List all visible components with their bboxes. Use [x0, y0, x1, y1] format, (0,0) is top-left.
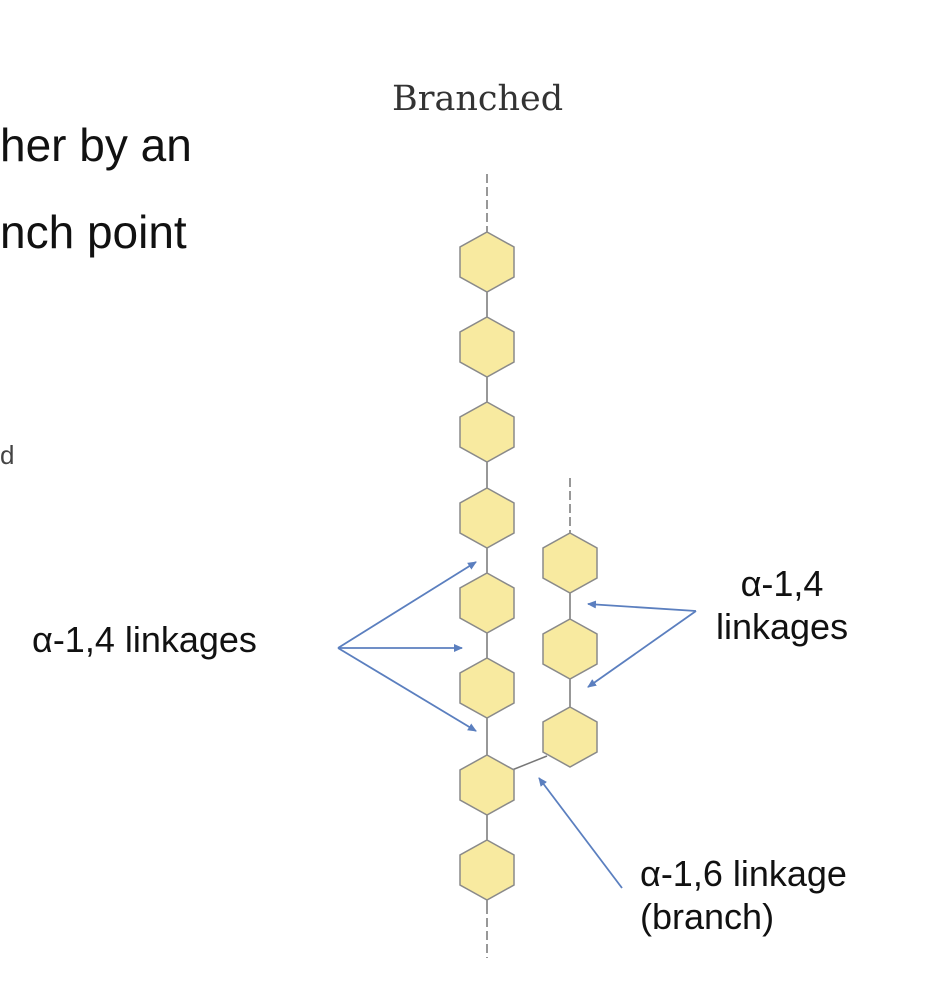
- glucose-unit-hexagon: [459, 657, 515, 719]
- branch-chain-units: [542, 532, 598, 768]
- label-branch-line1: α-1,6 linkage: [640, 853, 847, 894]
- arrow-to-lower-linkage: [337, 647, 477, 732]
- glucose-unit-hexagon: [459, 401, 515, 463]
- label-branch-line2: (branch): [640, 896, 775, 938]
- glucose-unit-hexagon: [542, 706, 598, 768]
- right-label-arrows: [587, 600, 697, 688]
- glucose-unit-hexagon: [459, 487, 515, 549]
- slide-text-line1: her by an: [0, 119, 192, 171]
- main-chain-units: [459, 231, 515, 901]
- glucose-unit-hexagon: [542, 618, 598, 680]
- figure-title: Branched: [392, 79, 564, 119]
- arrow-to-upper-linkage: [337, 561, 477, 649]
- label-right-line2: linkages: [716, 606, 849, 648]
- slide-text-line2: nch point: [0, 206, 187, 258]
- label-alpha-1-4-left: α-1,4 linkages: [32, 619, 257, 660]
- glucose-unit-hexagon: [459, 572, 515, 634]
- slide-text-fragment: d: [0, 440, 15, 470]
- glucose-unit-hexagon: [459, 839, 515, 901]
- glucose-unit-hexagon: [459, 316, 515, 378]
- glucose-unit-hexagon: [459, 231, 515, 293]
- arrow-to-branch-linkage: [538, 777, 623, 889]
- label-alpha-1-4-right: α-1,4 linkages: [716, 562, 848, 648]
- arrow-to-branch-lower-linkage: [587, 610, 697, 688]
- glucose-unit-hexagon: [459, 754, 515, 816]
- left-label-arrows: [337, 561, 477, 732]
- arrow-to-branch-upper-linkage: [587, 600, 697, 612]
- label-alpha-1-6-branch: α-1,6 linkage (branch): [640, 852, 847, 938]
- branch-connector-line: [511, 755, 548, 771]
- glucose-unit-hexagon: [542, 532, 598, 594]
- label-right-line1: α-1,4: [740, 563, 824, 604]
